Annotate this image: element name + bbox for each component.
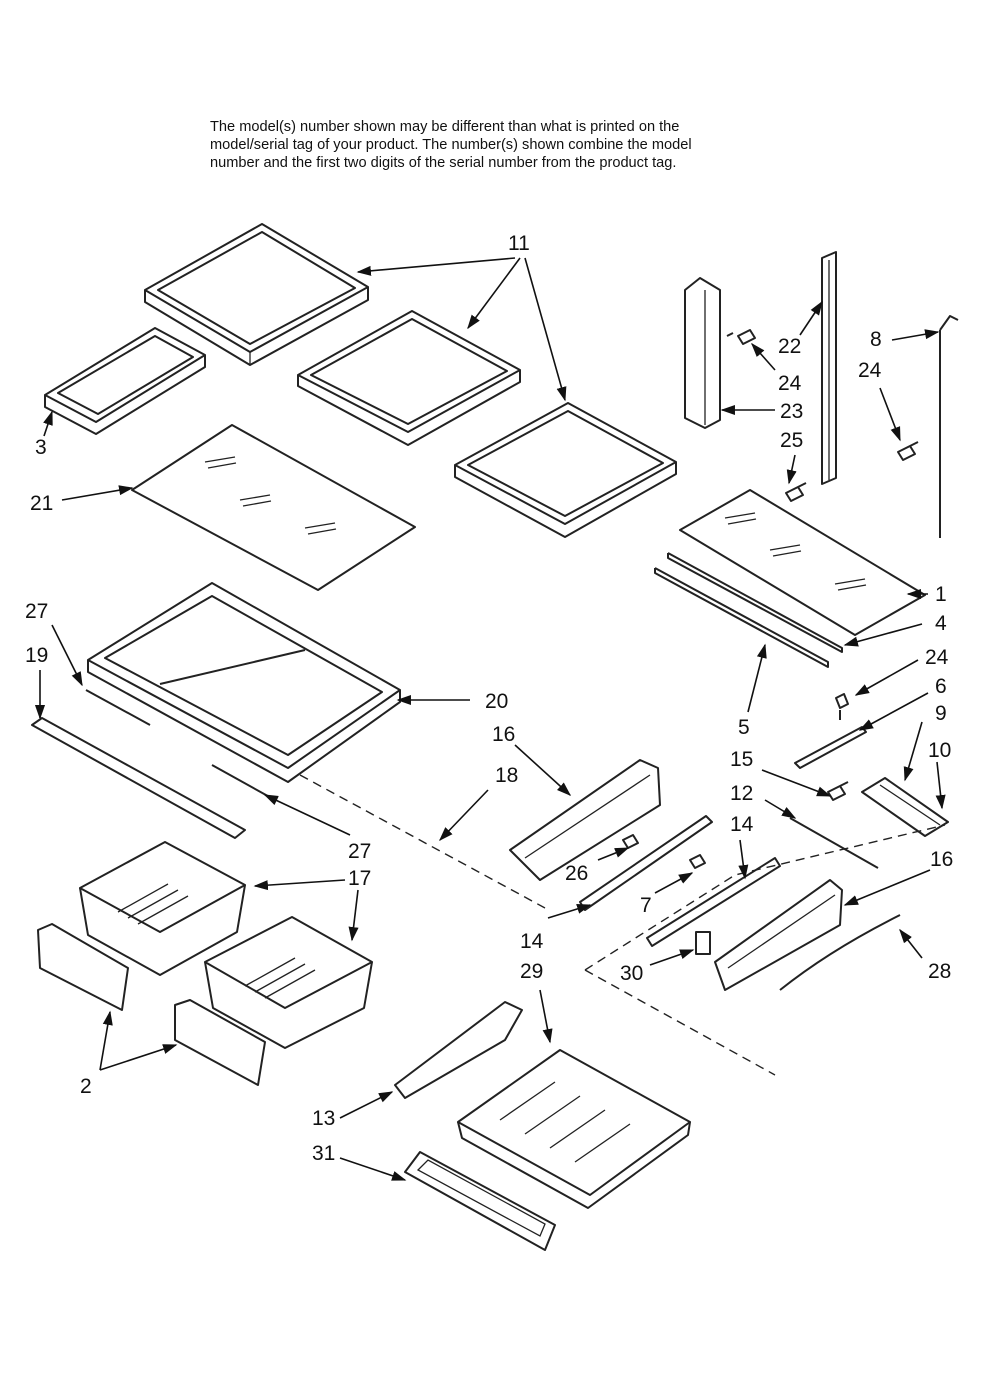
callout-20: 20 bbox=[485, 690, 508, 713]
crisper-trim-and-rods bbox=[31, 689, 276, 839]
callout-26: 26 bbox=[565, 862, 588, 885]
callout-16: 16 bbox=[492, 723, 515, 746]
screws bbox=[622, 329, 919, 869]
callout-18: 18 bbox=[495, 764, 518, 787]
callout-24: 24 bbox=[858, 359, 882, 382]
assembly-dashes bbox=[584, 824, 946, 1076]
callout-8: 8 bbox=[870, 328, 882, 351]
callout-5: 5 bbox=[738, 716, 750, 739]
crisper-drawer-left bbox=[79, 841, 246, 976]
vertical-rails bbox=[684, 251, 959, 538]
callout-15: 15 bbox=[730, 748, 753, 771]
callout-9: 9 bbox=[935, 702, 947, 725]
drawer-front-right bbox=[174, 999, 266, 1086]
glass-panel-right bbox=[679, 489, 926, 636]
rods-12-28 bbox=[779, 817, 901, 991]
drawer-front-left bbox=[37, 923, 129, 1011]
crisper-cover-frame bbox=[87, 582, 401, 783]
callout-13: 13 bbox=[312, 1107, 335, 1130]
bracket-6 bbox=[794, 726, 867, 769]
slide-rail-14b bbox=[646, 857, 781, 947]
callout-12: 12 bbox=[730, 782, 753, 805]
slide-bracket-right bbox=[714, 879, 843, 991]
callout-31: 31 bbox=[312, 1142, 335, 1165]
crisper-drawer-right bbox=[204, 916, 373, 1049]
small-shelf bbox=[44, 327, 206, 435]
callout-1: 1 bbox=[935, 583, 947, 606]
callout-14: 14 bbox=[730, 813, 754, 836]
callout-19: 19 bbox=[25, 644, 48, 667]
callout-7: 7 bbox=[640, 894, 652, 917]
callout-28: 28 bbox=[928, 960, 951, 983]
slide-bracket-left bbox=[509, 759, 661, 881]
callout-27: 27 bbox=[25, 600, 48, 623]
leader-lines bbox=[34, 257, 946, 1181]
callout-3: 3 bbox=[35, 436, 47, 459]
disclaimer-note: The model(s) number shown may be differe… bbox=[210, 119, 692, 171]
glass-panel-left bbox=[131, 424, 416, 591]
callout-24: 24 bbox=[778, 372, 802, 395]
bracket-9-10 bbox=[861, 777, 949, 837]
callout-17: 17 bbox=[348, 867, 371, 890]
shelf-top-left bbox=[144, 223, 369, 366]
callout-25: 25 bbox=[780, 429, 803, 452]
shelf-middle bbox=[297, 310, 521, 446]
clip-30 bbox=[695, 931, 711, 955]
callout-22: 22 bbox=[778, 335, 801, 358]
pan-rail-13 bbox=[394, 1001, 523, 1099]
callout-2: 2 bbox=[80, 1075, 92, 1098]
shelf-trim-strips bbox=[654, 552, 843, 668]
callout-4: 4 bbox=[935, 612, 947, 635]
callout-21: 21 bbox=[30, 492, 53, 515]
callout-14: 14 bbox=[520, 930, 544, 953]
callout-16: 16 bbox=[930, 848, 953, 871]
callout-24: 24 bbox=[925, 646, 949, 669]
callout-23: 23 bbox=[780, 400, 803, 423]
pan-front-31 bbox=[404, 1151, 556, 1251]
callout-30: 30 bbox=[620, 962, 643, 985]
callout-10: 10 bbox=[928, 739, 951, 762]
deli-pan-29 bbox=[457, 1049, 691, 1209]
callout-11: 11 bbox=[508, 232, 530, 255]
shelf-bottom-right bbox=[454, 402, 677, 538]
callout-27: 27 bbox=[348, 840, 371, 863]
callout-29: 29 bbox=[520, 960, 543, 983]
callout-labels: 11 3 21 22 24 23 25 8 24 1 4 24 6 9 10 5… bbox=[25, 232, 953, 1165]
rod-18 bbox=[299, 774, 546, 909]
callout-6: 6 bbox=[935, 675, 947, 698]
